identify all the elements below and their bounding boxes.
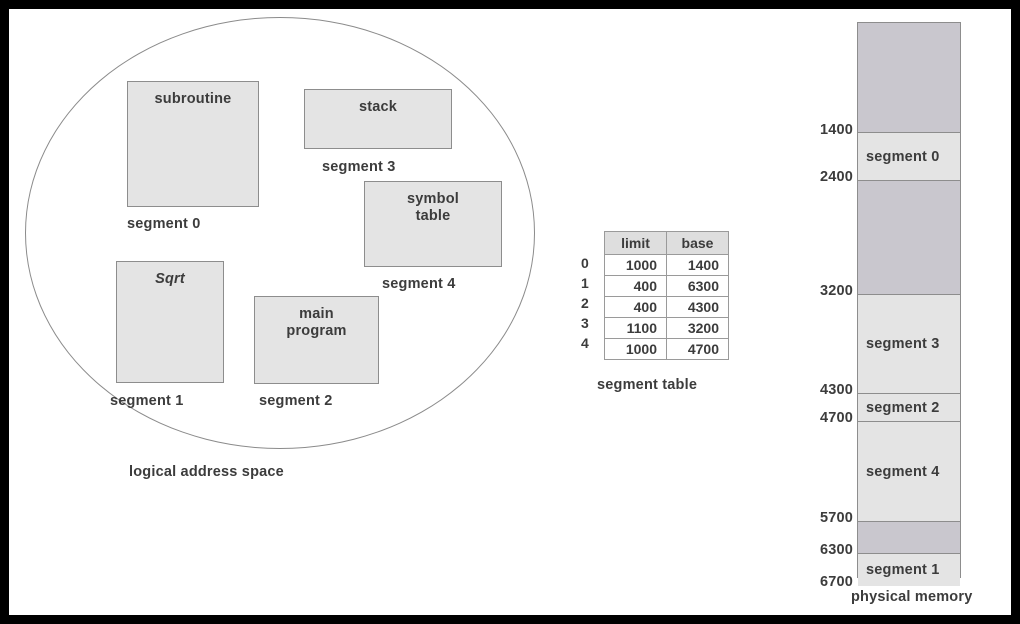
physical-memory-segment-label: segment 1	[866, 562, 940, 578]
segment-table-cell-limit: 400	[604, 275, 667, 297]
physical-memory-caption: physical memory	[851, 589, 973, 605]
column-header-base: base	[666, 231, 729, 255]
physical-memory-tick: 4300	[819, 382, 853, 398]
logical-segment-label: segment 0	[127, 216, 201, 232]
column-header-limit: limit	[604, 231, 667, 255]
logical-segment-name: stack	[358, 99, 398, 115]
segment-table-header-row: limit base	[604, 231, 729, 255]
physical-memory-bar: segment 0 segment 3 segment 2 segment 4 segm…	[857, 22, 961, 586]
segment-table-cell-base: 4300	[666, 296, 729, 318]
logical-segment-label: segment 3	[322, 159, 396, 175]
segment-table-head: limit base	[604, 231, 729, 255]
segment-table-row-index: 0	[581, 255, 589, 271]
physical-memory-segment-label: segment 4	[866, 463, 940, 480]
segment-table-cell-limit: 400	[604, 296, 667, 318]
logical-address-space-ellipse	[25, 17, 535, 449]
physical-memory-hole	[858, 181, 960, 295]
physical-memory-segment: segment 0	[858, 133, 960, 181]
physical-memory-segment: segment 2	[858, 394, 960, 422]
logical-segment-box: stack	[304, 89, 452, 149]
physical-memory-segment-label: segment 3	[866, 336, 940, 352]
physical-memory-tick-group: 1400 2400 3200 4300 4700 5700 6300 6700	[791, 9, 853, 609]
segment-table-caption: segment table	[597, 377, 698, 393]
segment-table-cell-base: 1400	[666, 254, 729, 276]
physical-memory-tick: 3200	[819, 283, 853, 299]
segment-table-cell-base: 4700	[666, 338, 729, 360]
logical-segment-label: segment 2	[259, 393, 333, 409]
physical-memory-tick: 5700	[819, 510, 853, 526]
logical-address-space-caption: logical address space	[129, 464, 284, 480]
logical-segment-label: segment 1	[110, 393, 184, 409]
segment-table-row-index: 3	[581, 315, 589, 331]
physical-memory-segment-label: segment 0	[866, 148, 940, 165]
physical-memory-hole	[858, 23, 960, 133]
physical-memory-tick: 4700	[819, 410, 853, 426]
segment-table-cell-base: 3200	[666, 317, 729, 339]
physical-memory-tick: 2400	[819, 169, 853, 185]
physical-memory-tick: 1400	[819, 122, 853, 138]
segment-table-row-index: 4	[581, 335, 589, 351]
segment-table-cell-limit: 1000	[604, 254, 667, 276]
physical-memory-segment: segment 4	[858, 422, 960, 522]
segment-table-cell-limit: 1000	[604, 338, 667, 360]
physical-memory-tick: 6300	[819, 542, 853, 558]
segment-table-cell-limit: 1100	[604, 317, 667, 339]
logical-segment-name: Sqrt	[155, 271, 185, 287]
logical-segment-label: segment 4	[382, 276, 456, 292]
physical-memory-tick: 6700	[819, 574, 853, 590]
physical-memory-segment-label: segment 2	[866, 399, 940, 416]
segment-table-row-index: 2	[581, 295, 589, 311]
segment-table-row-index: 1	[581, 275, 589, 291]
physical-memory-segment: segment 3	[858, 295, 960, 394]
logical-segment-box: Sqrt	[116, 261, 224, 383]
segment-table-cell-base: 6300	[666, 275, 729, 297]
physical-memory-segment: segment 1	[858, 554, 960, 586]
physical-memory-hole	[858, 522, 960, 554]
logical-segment-box: subroutine	[127, 81, 259, 207]
logical-segment-name: subroutine	[154, 91, 232, 107]
